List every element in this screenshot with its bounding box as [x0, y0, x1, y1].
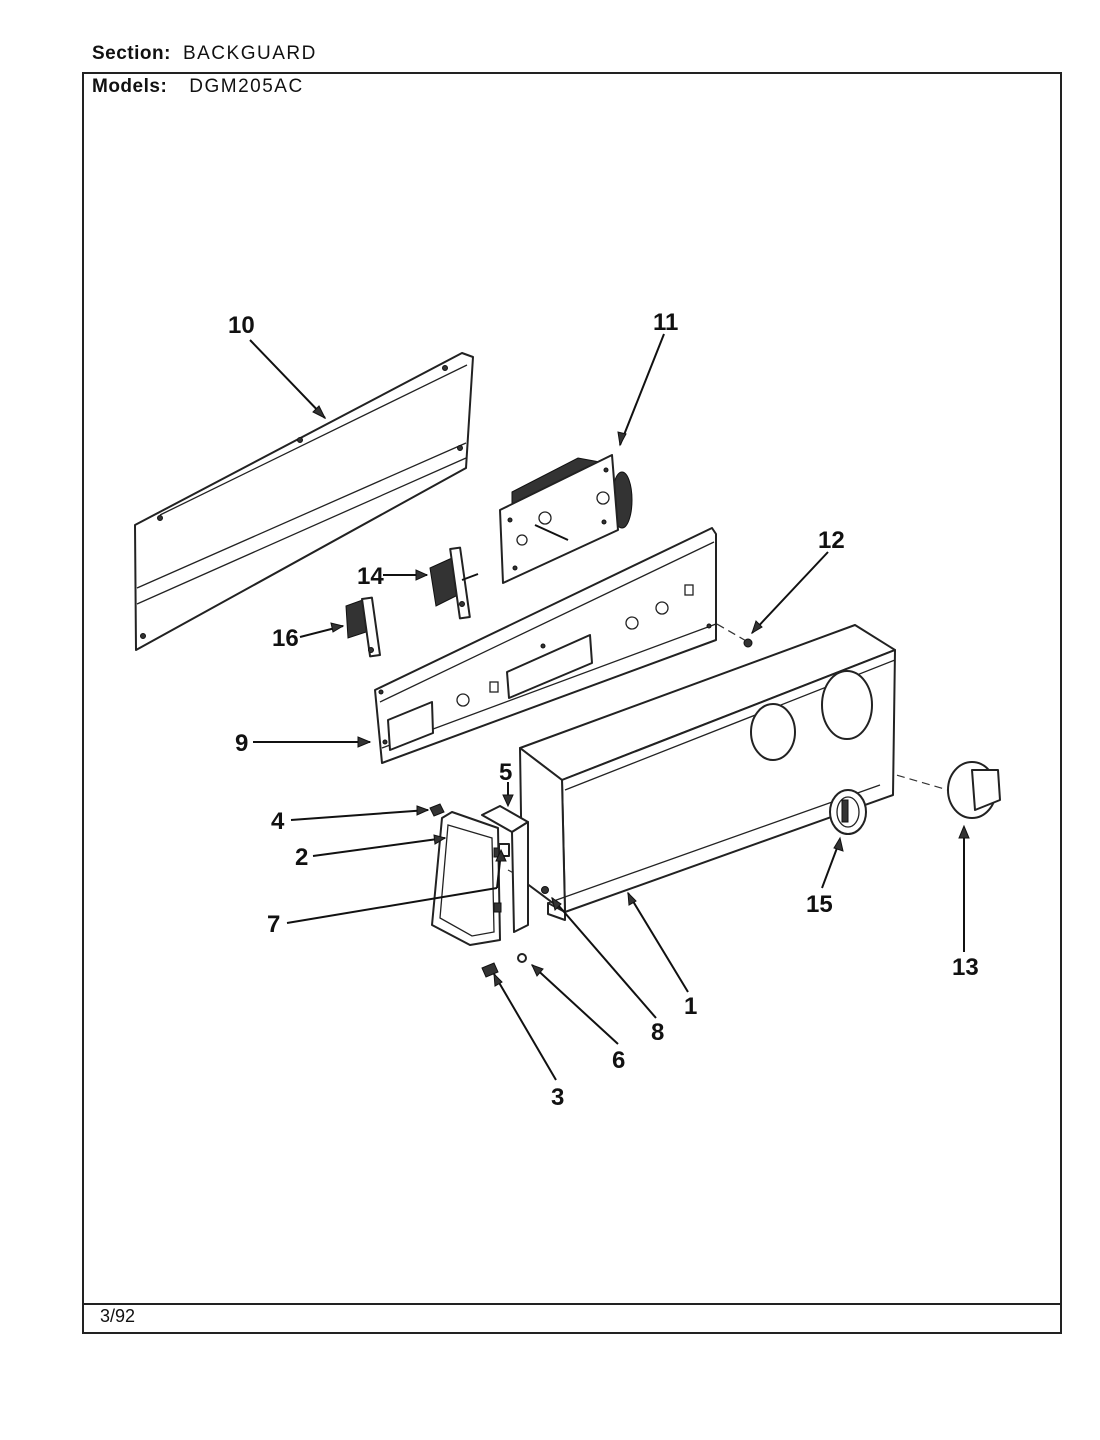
callout-4: 4 — [271, 808, 285, 835]
footer-divider — [82, 1303, 1062, 1305]
callout-12: 12 — [818, 527, 845, 554]
diagram-frame — [82, 72, 1062, 1334]
part-8-screw — [541, 886, 549, 894]
callout-14: 14 — [357, 563, 384, 590]
part-11-timer — [499, 454, 633, 584]
part-5-trim-strip — [481, 805, 529, 933]
callout-9: 9 — [235, 730, 248, 757]
part-4-clip — [429, 803, 445, 817]
part-15-knob — [829, 789, 867, 835]
callout-10: 10 — [228, 312, 255, 339]
part-9-control-panel — [374, 527, 717, 764]
part-10-rear-panel — [134, 352, 474, 651]
revision-date: 3/92 — [100, 1306, 136, 1326]
part-12-screw — [743, 638, 753, 648]
part-14-switch — [429, 546, 479, 620]
callout-13: 13 — [952, 954, 979, 981]
models-value: DGM205AC — [189, 76, 304, 97]
models-label: Models: — [92, 76, 168, 97]
callout-5: 5 — [499, 759, 512, 786]
callout-numbers: 10 11 12 14 16 9 5 4 2 7 15 13 1 8 6 3 — [228, 309, 979, 1111]
callout-11: 11 — [653, 309, 678, 336]
models-heading: Models: DGM205AC — [92, 76, 304, 98]
callout-3: 3 — [551, 1084, 564, 1111]
leader-lines — [249, 333, 970, 1081]
callout-16: 16 — [272, 625, 299, 652]
callout-1: 1 — [684, 993, 697, 1020]
part-6-screw — [517, 953, 527, 963]
part-13-knob — [947, 761, 1001, 819]
part-16-switch — [345, 596, 381, 658]
section-label: Section: — [92, 43, 171, 64]
callout-15: 15 — [806, 891, 833, 918]
callout-6: 6 — [612, 1047, 625, 1074]
callout-7: 7 — [267, 911, 280, 938]
part-2-end-cap — [431, 811, 502, 946]
section-heading: Section: BACKGUARD — [92, 43, 317, 65]
callout-2: 2 — [295, 844, 308, 871]
callout-8: 8 — [651, 1019, 664, 1046]
section-value: BACKGUARD — [182, 43, 317, 64]
part-1-backguard-housing — [519, 624, 896, 921]
